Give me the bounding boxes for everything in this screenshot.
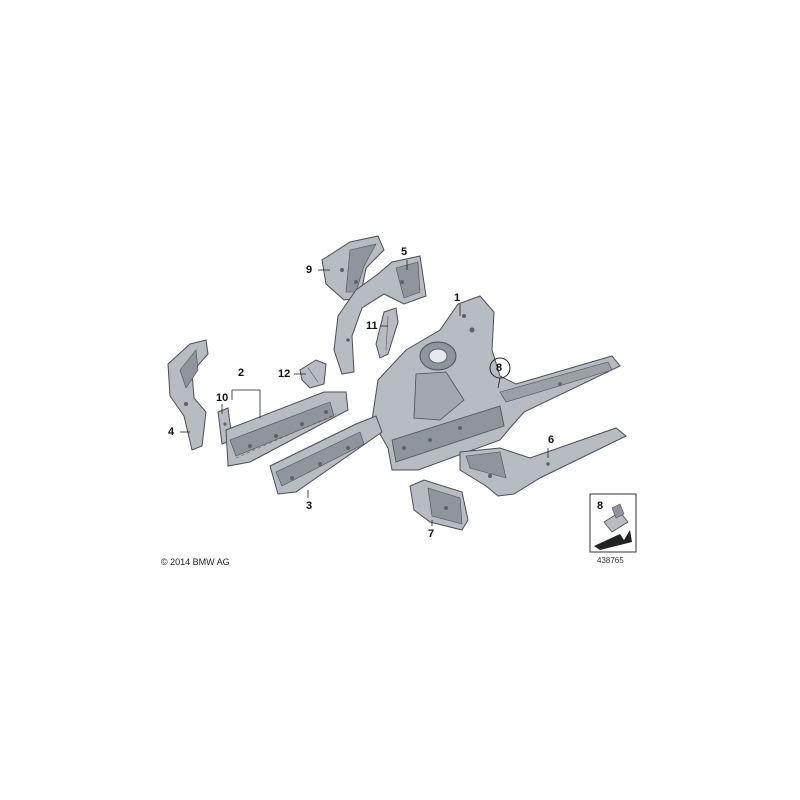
callout-3: 3 <box>306 500 313 512</box>
callout-6: 6 <box>548 434 555 446</box>
callout-11: 11 <box>366 320 378 332</box>
callout-12: 12 <box>278 368 291 380</box>
callout-1: 1 <box>454 292 461 304</box>
leader-lines <box>180 260 549 526</box>
callout-9: 9 <box>306 264 313 276</box>
copyright-text: © 2014 BMW AG <box>161 557 230 567</box>
callout-7: 7 <box>428 528 435 540</box>
part-11-bracket <box>375 307 399 359</box>
part-9-bracket <box>321 235 385 301</box>
callout-4: 4 <box>168 426 175 438</box>
callout-8: 8 <box>496 362 503 374</box>
part-5-upper-rail <box>333 255 427 375</box>
part-12-bracket <box>299 359 327 389</box>
inset-callout-8: 8 <box>597 500 604 512</box>
callout-10: 10 <box>216 392 229 404</box>
callout-2: 2 <box>238 367 245 379</box>
part-1-strut-tower <box>371 295 621 471</box>
reference-number: 438765 <box>597 556 624 565</box>
part-7-bracket <box>409 479 469 531</box>
part-6-lower-rail <box>459 427 627 497</box>
part-2-front-member <box>225 391 349 467</box>
part-4-pillar-bracket <box>167 339 209 451</box>
inset-box <box>589 493 637 553</box>
callout-5: 5 <box>401 246 408 258</box>
part-3-lower-member <box>269 415 383 495</box>
